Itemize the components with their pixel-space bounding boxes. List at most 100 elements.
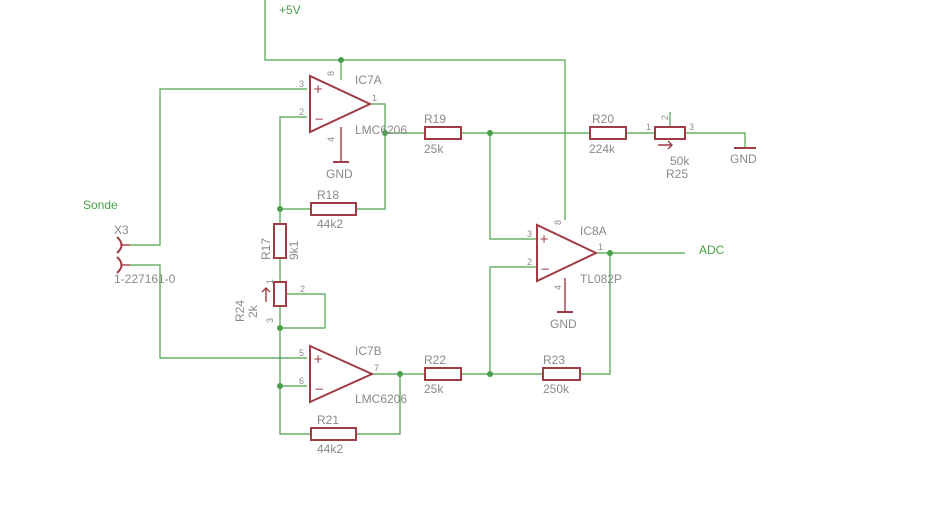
resistor-r17-name: R17 [259, 238, 273, 260]
opamp-ic7a-minus-sign: − [314, 112, 324, 126]
resistor-r19-name: R19 [424, 112, 446, 126]
net-label-output: ADC [699, 243, 725, 257]
opamp-ic8a-value: TL082P [580, 272, 622, 286]
opamp-ic7a: + − GND IC7A LMC6206 3 2 1 8 4 [299, 71, 407, 181]
resistor-r21-value: 44k2 [317, 442, 343, 456]
resistor-r22: R22 25k [424, 353, 462, 396]
pot-r25-pin-3: 3 [689, 122, 694, 132]
junction-dot [382, 130, 388, 136]
resistor-r20-name: R20 [592, 112, 614, 126]
pot-r24-pin-2: 2 [300, 284, 305, 294]
resistor-r18: R18 44k2 [310, 188, 357, 231]
opamp-ic8a-gnd-label: GND [550, 317, 577, 331]
wire-probe-ic7b-plus [130, 264, 307, 359]
wire-r23-out [580, 253, 611, 375]
resistor-r17: R17 9k1 [259, 223, 301, 260]
opamp-ic7b-pin-7: 7 [374, 363, 379, 373]
resistor-r19: R19 25k [424, 112, 462, 156]
pot-r24-wiper-arrow [261, 287, 271, 302]
connector-x3-symbol [116, 236, 123, 274]
junction-dot [487, 371, 493, 377]
wires [130, 0, 746, 435]
opamp-ic7a-name: IC7A [355, 73, 382, 87]
pot-r24-value: 2k [246, 304, 260, 318]
opamp-ic7b: + − IC7B LMC6206 5 6 7 [299, 344, 407, 406]
junction-dot [277, 325, 283, 331]
junctions [277, 57, 613, 389]
opamp-ic7b-name: IC7B [355, 344, 382, 358]
pot-r24-body [273, 281, 287, 307]
opamp-ic8a-pin-8: 8 [553, 220, 563, 225]
opamp-ic8a-minus-sign: − [540, 262, 550, 276]
opamp-ic8a-pin-3: 3 [527, 229, 532, 239]
opamp-ic7a-symbol [309, 74, 373, 134]
resistor-r17-body [273, 223, 287, 259]
resistor-r23: R23 250k [542, 353, 581, 396]
resistor-r19-value: 25k [424, 142, 444, 156]
pot-r25-name: R25 [666, 167, 688, 181]
opamp-ic8a-name: IC8A [580, 224, 607, 238]
resistor-r18-body [310, 202, 357, 216]
resistor-r23-body [542, 367, 581, 381]
resistor-r19-body [424, 126, 462, 140]
opamp-ic7b-pin-5: 5 [299, 348, 304, 358]
opamp-ic7b-pin-6: 6 [299, 376, 304, 386]
wire-probe-ic7a-plus [130, 88, 307, 246]
opamp-ic7a-pin-8: 8 [326, 71, 336, 76]
pot-r25-body [654, 126, 686, 140]
resistor-r23-value: 250k [543, 382, 570, 396]
junction-dot [277, 206, 283, 212]
junction-dot [338, 57, 344, 63]
resistor-r22-body [424, 367, 462, 381]
connector-x3-value: 1-227161-0 [114, 272, 176, 286]
wire-ic7a-minus [279, 116, 307, 209]
junction-dot [607, 250, 613, 256]
pot-r25-gnd-label: GND [730, 152, 757, 166]
opamp-ic8a: + − GND IC8A TL082P 3 2 1 8 4 [527, 220, 622, 331]
opamp-ic7a-pin-4: 4 [326, 137, 336, 142]
wire-ic7a-out [370, 103, 425, 134]
pot-r25: 50k R25 1 2 3 GND [646, 115, 757, 181]
resistor-r22-name: R22 [424, 353, 446, 367]
resistor-r22-value: 25k [424, 382, 444, 396]
opamp-ic7b-minus-sign: − [314, 382, 324, 396]
wire-r21-left [279, 386, 311, 435]
opamp-ic8a-plus-sign: + [539, 232, 549, 246]
wire-supply-rail [264, 0, 566, 220]
opamp-ic7b-value: LMC6206 [355, 392, 407, 406]
opamp-ic7a-value: LMC6206 [355, 123, 407, 137]
junction-dot [397, 371, 403, 377]
pot-r25-pin-1: 1 [646, 122, 651, 132]
wire-r21-right [356, 374, 401, 435]
resistor-r23-name: R23 [543, 353, 565, 367]
opamp-ic7a-pin-2: 2 [299, 107, 304, 117]
resistor-r20-value: 224k [589, 142, 616, 156]
opamp-ic7a-pin-3: 3 [299, 79, 304, 89]
resistor-r20: R20 224k [589, 112, 627, 156]
opamp-ic7b-symbol [309, 344, 375, 404]
connector-x3-name: X3 [114, 223, 129, 237]
resistor-r17-value: 9k1 [287, 240, 301, 260]
wire-r18-right [356, 133, 386, 210]
opamp-ic7a-plus-sign: + [313, 82, 323, 96]
opamp-ic8a-pin-1: 1 [598, 242, 603, 252]
pot-r24-pin-1: 1 [265, 279, 275, 284]
pot-r24: R24 2k 1 2 3 [233, 279, 305, 323]
wire-r24-wiper [280, 293, 326, 329]
pot-r24-pin-3: 3 [265, 318, 275, 323]
junction-dot [487, 130, 493, 136]
pot-r25-value: 50k [670, 154, 690, 168]
pot-r25-pin-2: 2 [660, 115, 670, 120]
resistor-r21: R21 44k2 [310, 413, 357, 456]
opamp-ic7b-plus-sign: + [313, 352, 323, 366]
resistor-r20-body [589, 126, 627, 140]
net-label-supply: +5V [279, 3, 301, 17]
opamp-ic7a-gnd-label: GND [326, 167, 353, 181]
connector-x3: X3 1-227161-0 [114, 223, 176, 286]
wire-ic8a-plus [489, 133, 537, 240]
resistor-r21-body [310, 427, 357, 441]
pot-r25-wiper-arrow [658, 140, 673, 150]
resistor-r18-name: R18 [317, 188, 339, 202]
opamp-ic8a-pin-2: 2 [527, 257, 532, 267]
